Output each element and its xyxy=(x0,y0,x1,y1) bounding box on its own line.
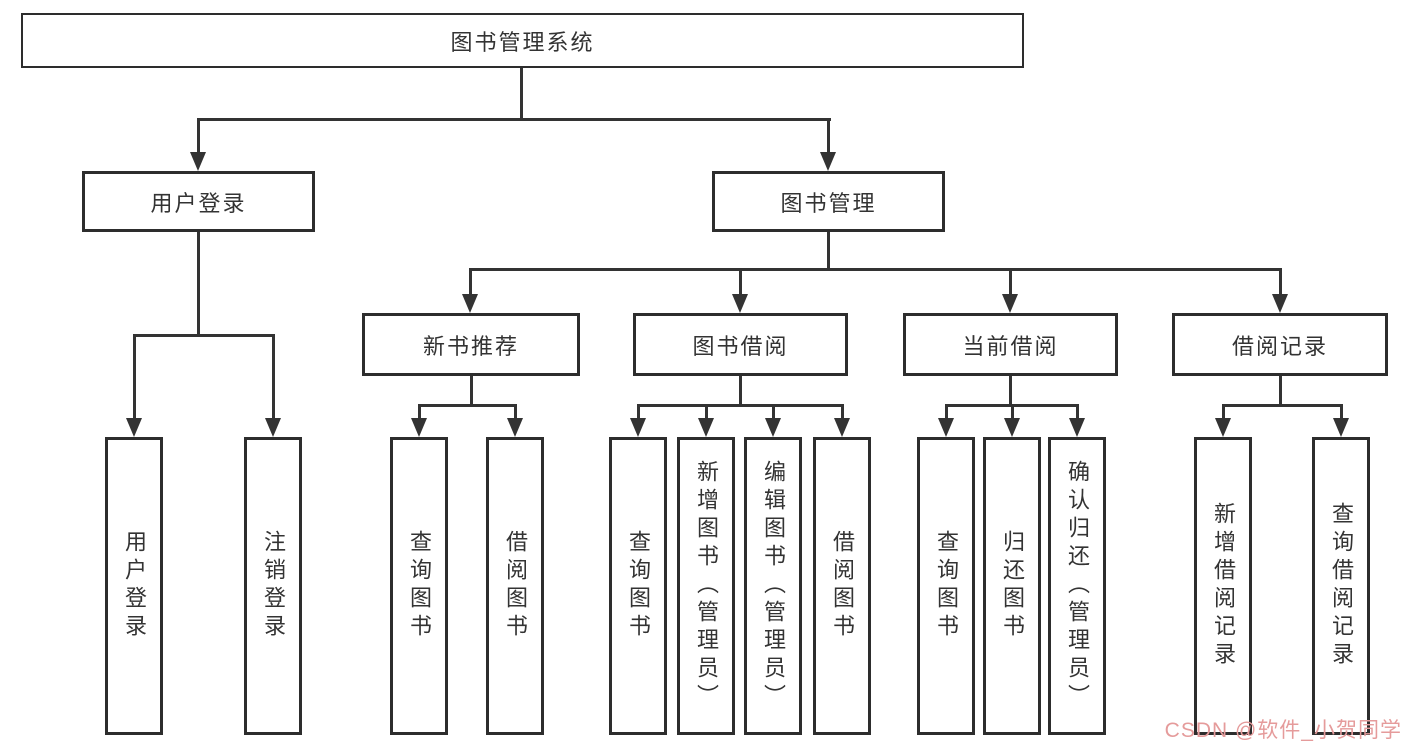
connector-book-borrow-stem xyxy=(739,376,742,406)
connector-stub xyxy=(841,404,844,420)
connector-stub-current-borrow xyxy=(1009,268,1012,296)
connector-stub xyxy=(637,404,640,420)
connector-stub xyxy=(1222,404,1225,420)
node-book-borrowing: 图书借阅 xyxy=(633,313,848,376)
connector-level3-rail xyxy=(469,268,1282,271)
connector-stub xyxy=(772,404,775,420)
arrow-down-icon xyxy=(265,418,281,437)
connector-stub xyxy=(1340,404,1343,420)
leaf-edit-books-admin: 编辑图书（管理员） xyxy=(744,437,802,735)
arrow-down-icon xyxy=(938,418,954,437)
node-user-login: 用户登录 xyxy=(82,171,315,232)
arrow-down-icon xyxy=(732,294,748,313)
arrow-down-icon xyxy=(1069,418,1085,437)
node-current-borrowing: 当前借阅 xyxy=(903,313,1118,376)
leaf-return-books: 归还图书 xyxy=(983,437,1041,735)
connector-stub xyxy=(705,404,708,420)
connector-stub-book-borrow xyxy=(739,268,742,296)
leaf-query-books-borrow: 查询图书 xyxy=(609,437,667,735)
node-book-management: 图书管理 xyxy=(712,171,945,232)
connector-stub-new-book xyxy=(469,268,472,296)
arrow-down-icon xyxy=(820,152,836,171)
node-new-book-recommendation: 新书推荐 xyxy=(362,313,580,376)
leaf-add-books-admin: 新增图书（管理员） xyxy=(677,437,735,735)
arrow-down-icon xyxy=(1333,418,1349,437)
connector-root-stem xyxy=(520,68,523,120)
connector-stub-leaf-logout xyxy=(272,334,275,422)
arrow-down-icon xyxy=(698,418,714,437)
leaf-query-borrow-record: 查询借阅记录 xyxy=(1312,437,1370,735)
arrow-down-icon xyxy=(1272,294,1288,313)
arrow-down-icon xyxy=(765,418,781,437)
arrow-down-icon xyxy=(1002,294,1018,313)
arrow-down-icon xyxy=(190,152,206,171)
arrow-down-icon xyxy=(507,418,523,437)
leaf-query-books-newrec: 查询图书 xyxy=(390,437,448,735)
leaf-add-borrow-record: 新增借阅记录 xyxy=(1194,437,1252,735)
connector-stub xyxy=(514,404,517,420)
connector-new-book-rail xyxy=(418,404,517,407)
connector-book-management-stem xyxy=(827,232,830,270)
connector-stub-leaf-user-login xyxy=(133,334,136,422)
connector-level2-rail xyxy=(197,118,831,121)
connector-stub-book-management xyxy=(827,118,830,155)
connector-new-book-stem xyxy=(470,376,473,406)
leaf-user-login: 用户登录 xyxy=(105,437,163,735)
connector-current-borrow-stem xyxy=(1009,376,1012,406)
connector-stub xyxy=(1011,404,1014,420)
connector-stub xyxy=(418,404,421,420)
node-root-library-management-system: 图书管理系统 xyxy=(21,13,1024,68)
leaf-logout: 注销登录 xyxy=(244,437,302,735)
connector-borrow-records-rail xyxy=(1222,404,1342,407)
connector-user-login-stem xyxy=(197,232,200,335)
leaf-confirm-return-admin: 确认归还（管理员） xyxy=(1048,437,1106,735)
leaf-borrow-books: 借阅图书 xyxy=(813,437,871,735)
node-borrowing-records: 借阅记录 xyxy=(1172,313,1388,376)
connector-user-login-rail xyxy=(133,334,275,337)
connector-stub-user-login xyxy=(197,118,200,155)
arrow-down-icon xyxy=(1215,418,1231,437)
csdn-watermark: CSDN @软件_小贺同学 xyxy=(1164,719,1402,742)
arrow-down-icon xyxy=(834,418,850,437)
connector-stub-borrow-records xyxy=(1279,268,1282,296)
leaf-borrow-books-newrec: 借阅图书 xyxy=(486,437,544,735)
arrow-down-icon xyxy=(630,418,646,437)
leaf-query-books-current: 查询图书 xyxy=(917,437,975,735)
connector-stub xyxy=(945,404,948,420)
arrow-down-icon xyxy=(126,418,142,437)
arrow-down-icon xyxy=(411,418,427,437)
connector-book-borrow-rail xyxy=(637,404,843,407)
arrow-down-icon xyxy=(1004,418,1020,437)
connector-borrow-records-stem xyxy=(1279,376,1282,406)
arrow-down-icon xyxy=(462,294,478,313)
connector-stub xyxy=(1076,404,1079,420)
